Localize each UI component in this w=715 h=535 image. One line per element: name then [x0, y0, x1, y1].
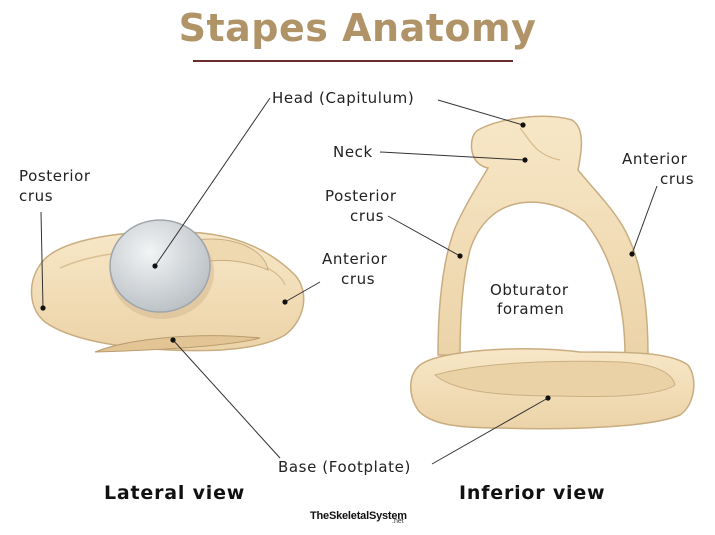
leader-lines [40, 97, 658, 465]
inferior-view-bone [410, 115, 695, 430]
label-obturator-line2: foramen [497, 300, 565, 318]
leader-posterior-left [40, 211, 44, 309]
brand-watermark: TheSkeletalSystem .net [310, 506, 407, 525]
label-anterior-crus-inferior-line2: crus [660, 170, 695, 188]
leader-anterior-right [631, 185, 658, 255]
inferior-footplate-groove [433, 360, 676, 398]
label-anterior-crus-inferior-line1: Anterior [622, 150, 688, 168]
label-posterior-crus-lateral-line2: crus [19, 187, 54, 205]
brand-suffix: .net [392, 518, 404, 525]
label-anterior-crus-lateral-line2: crus [341, 270, 376, 288]
caption-inferior-view: Inferior view [459, 482, 606, 504]
dot-neck [522, 157, 528, 163]
lateral-arch [194, 238, 269, 271]
title-underline [193, 60, 513, 62]
label-head: Head (Capitulum) [272, 89, 415, 107]
dot-base-left [170, 337, 176, 343]
label-neck: Neck [333, 143, 373, 161]
inferior-stapes-body [437, 115, 649, 356]
lateral-head [109, 219, 211, 313]
brand-name: TheSkeletalSystem [310, 510, 407, 522]
diagram-title: Stapes Anatomy [178, 6, 537, 50]
dot-base-right [545, 395, 551, 401]
dot-posterior-left [40, 305, 46, 311]
label-obturator-line1: Obturator [490, 281, 569, 299]
inferior-neck-ridge [519, 127, 561, 161]
dot-anterior-left [282, 299, 288, 305]
leader-posterior-right [387, 215, 461, 257]
leader-neck [379, 151, 526, 161]
label-posterior-crus-inferior-line2: crus [350, 207, 385, 225]
caption-lateral-view: Lateral view [104, 482, 246, 504]
leader-base-right [431, 397, 549, 465]
leader-base [172, 339, 281, 459]
dot-head-right [520, 122, 526, 128]
dot-anterior-right [629, 251, 635, 257]
label-posterior-crus-inferior-line1: Posterior [325, 187, 397, 205]
leader-anterior-left [284, 281, 321, 303]
leader-dots [40, 122, 635, 401]
lateral-view-bone [30, 219, 305, 353]
leader-head [154, 97, 271, 267]
leader-head-right [437, 99, 524, 126]
lateral-base-groove [94, 335, 261, 353]
dot-posterior-right [457, 253, 463, 259]
label-posterior-crus-lateral-line1: Posterior [19, 167, 91, 185]
dot-head [152, 263, 158, 269]
label-base-footplate: Base (Footplate) [278, 458, 411, 476]
label-anterior-crus-lateral-line1: Anterior [322, 250, 388, 268]
